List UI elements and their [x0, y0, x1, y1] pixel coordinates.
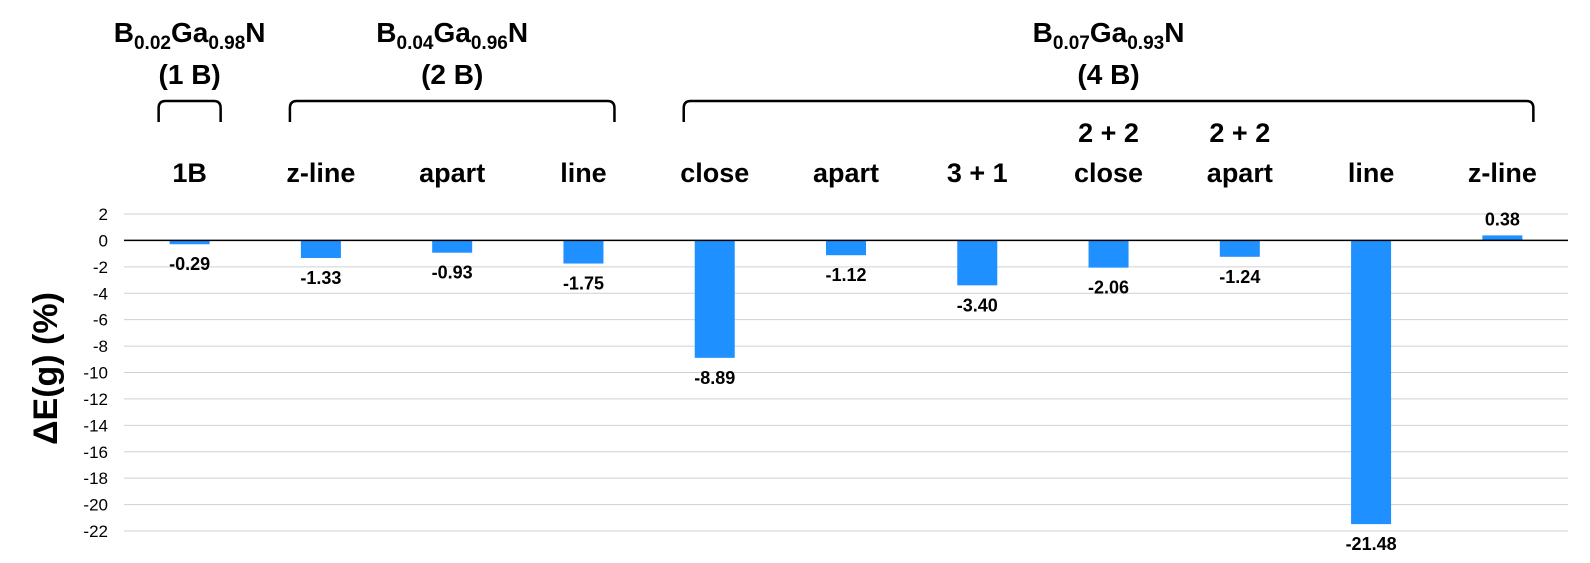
formula-element: N	[245, 17, 265, 48]
bar	[169, 240, 210, 245]
bar	[1088, 240, 1129, 268]
formula-element: N	[508, 17, 528, 48]
gridlines	[124, 213, 1568, 532]
data-label: -1.33	[300, 268, 341, 288]
y-tick-label: -20	[83, 496, 108, 515]
category-label: line	[560, 158, 607, 188]
category-label: z-line	[286, 158, 355, 188]
group-formula: B0.04Ga0.96N	[376, 17, 528, 54]
y-tick-label: 2	[99, 205, 108, 224]
y-tick-label: -16	[83, 443, 108, 462]
group-headers: B0.02Ga0.98N(1 B)B0.04Ga0.96N(2 B)B0.07G…	[114, 17, 1535, 122]
y-tick-label: -18	[83, 469, 108, 488]
category-label: 1B	[172, 158, 207, 188]
data-label: 0.38	[1485, 209, 1520, 229]
formula-subscript: 0.96	[471, 33, 508, 54]
formula-element: Ga	[434, 17, 472, 48]
bars	[169, 235, 1523, 525]
data-label: -3.40	[957, 295, 998, 315]
y-tick-label: -22	[83, 522, 108, 541]
category-label: apart	[419, 158, 485, 188]
formula-element: B	[1033, 17, 1053, 48]
formula-subscript: 0.07	[1053, 33, 1090, 54]
group-count: (4 B)	[1077, 59, 1139, 90]
category-label: apart	[1207, 158, 1273, 188]
formula-subscript: 0.93	[1127, 33, 1164, 54]
formula-element: Ga	[1090, 17, 1128, 48]
category-label: close	[1074, 158, 1143, 188]
category-label: line	[1348, 158, 1395, 188]
formula-subscript: 0.04	[397, 33, 434, 54]
category-label: z-line	[1468, 158, 1537, 188]
y-tick-label: -10	[83, 364, 108, 383]
y-tick-label: -12	[83, 390, 108, 409]
bar	[432, 240, 473, 253]
data-label: -0.29	[169, 254, 210, 274]
group-bracket	[682, 99, 1535, 122]
bar	[563, 240, 604, 264]
group-count: (2 B)	[421, 59, 483, 90]
formula-element: N	[1164, 17, 1184, 48]
data-label: -1.24	[1219, 267, 1260, 287]
category-label: 2 + 2	[1078, 118, 1139, 148]
data-labels: -0.29 -1.33 -0.93 -1.75 -8.89 -1.12 -3.40 -2.06…	[169, 209, 1520, 554]
data-label: -1.12	[825, 265, 866, 285]
formula-element: B	[114, 17, 134, 48]
bar	[1219, 240, 1260, 257]
data-label: -8.89	[694, 368, 735, 388]
data-label: -2.06	[1088, 278, 1129, 298]
formula-element: Ga	[171, 17, 209, 48]
bar	[694, 240, 735, 358]
bar	[1351, 240, 1392, 525]
category-label: 2 + 2	[1209, 118, 1270, 148]
category-label: close	[680, 158, 749, 188]
formula-subscript: 0.98	[208, 33, 245, 54]
data-label: -21.48	[1346, 534, 1397, 554]
group-formula: B0.07Ga0.93N	[1033, 17, 1185, 54]
y-tick-label: -4	[93, 284, 108, 303]
bar	[1482, 235, 1523, 241]
y-axis-ticks: 2 0 -2 -4 -6 -8 -10 -12 -14 -16 -18 -20 -22	[83, 205, 108, 541]
group-count: (1 B)	[159, 59, 221, 90]
category-labels: 1B z-line apart line close apart 3 + 1 2 + 2 clo…	[172, 118, 1536, 188]
data-label: -0.93	[432, 263, 473, 283]
y-tick-label: -2	[93, 258, 108, 277]
category-label: 3 + 1	[947, 158, 1008, 188]
group-bracket	[288, 99, 616, 122]
y-tick-label: -6	[93, 311, 108, 330]
y-tick-label: -14	[83, 416, 108, 435]
group-bracket	[157, 99, 222, 122]
y-tick-label: 0	[99, 231, 108, 250]
group-formula: B0.02Ga0.98N	[114, 17, 266, 54]
category-label: apart	[813, 158, 879, 188]
y-tick-label: -8	[93, 337, 108, 356]
y-axis-label: ΔE(g) (%)	[27, 292, 65, 445]
bar	[826, 240, 866, 256]
bar	[957, 240, 998, 286]
data-label: -1.75	[563, 274, 604, 294]
formula-element: B	[376, 17, 396, 48]
formula-subscript: 0.02	[134, 33, 171, 54]
bar	[300, 240, 341, 258]
